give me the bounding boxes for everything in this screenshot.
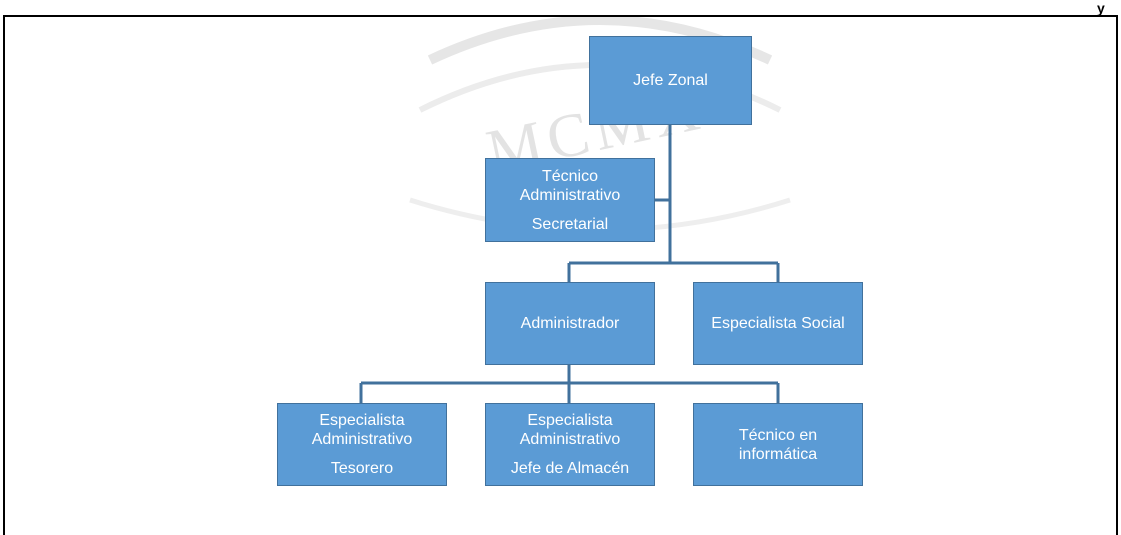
node-label-line1: Técnico	[541, 167, 599, 185]
node-especialista-almacen: Especialista Administrativo Jefe de Alma…	[485, 403, 655, 486]
node-label-line3: Tesorero	[330, 460, 394, 477]
node-especialista-tesorero: Especialista Administrativo Tesorero	[277, 403, 447, 486]
node-label-line1: Técnico en	[738, 426, 818, 444]
node-label-line2: Administrativo	[311, 431, 413, 448]
node-tecnico-informatica: Técnico en informática	[693, 403, 863, 486]
top-bar	[0, 0, 1121, 4]
node-label: Especialista Social	[711, 315, 845, 332]
node-jefe-zonal: Jefe Zonal	[589, 36, 752, 125]
node-label: Administrador	[520, 315, 620, 332]
node-label-line3: Secretarial	[531, 215, 609, 233]
node-label-line2: Administrativo	[519, 431, 621, 448]
figure-frame	[3, 15, 1118, 535]
node-label: Jefe Zonal	[633, 72, 708, 89]
node-label-line2: informática	[738, 445, 818, 463]
node-tecnico-administrativo: Técnico Administrativo Secretarial	[485, 158, 655, 242]
node-label-line1: Especialista	[527, 412, 613, 429]
node-administrador: Administrador	[485, 282, 655, 365]
node-label-line2: Administrativo	[519, 186, 621, 204]
node-label-line3: Jefe de Almacén	[510, 460, 630, 477]
node-especialista-social: Especialista Social	[693, 282, 863, 365]
header-mark: y	[1097, 0, 1105, 16]
node-label-line1: Especialista	[319, 412, 405, 429]
